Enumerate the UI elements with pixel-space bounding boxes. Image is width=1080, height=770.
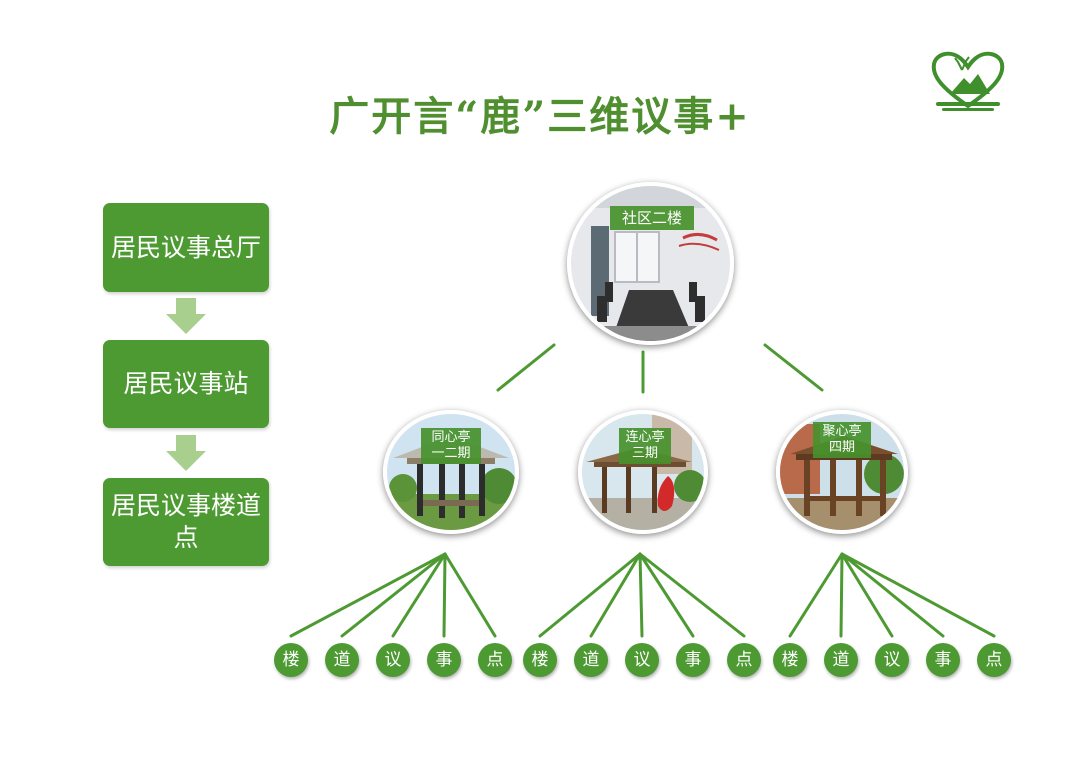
- meeting-room-photo: 社区二楼: [567, 182, 734, 345]
- hierarchy-box-station: 居民议事站: [103, 340, 269, 428]
- connector-s2-5: [638, 552, 746, 638]
- station-label-2: 连心亭 三期: [619, 428, 671, 464]
- hierarchy-box-corridor-point: 居民议事楼道点: [103, 478, 269, 566]
- station-label-1: 同心亭 一二期: [421, 428, 481, 464]
- connector-top-right: [763, 343, 824, 392]
- connector-s2-2: [589, 552, 642, 638]
- connector-s2-1: [538, 552, 642, 638]
- pavilion-photo-1: 同心亭 一二期: [383, 410, 519, 534]
- down-arrow-icon: [166, 435, 206, 471]
- leaf-node: 事: [427, 643, 461, 677]
- leaf-node: 楼: [773, 643, 807, 677]
- leaf-node: 道: [574, 643, 608, 677]
- station-name: 连心亭: [625, 430, 665, 445]
- leaf-node: 议: [875, 643, 909, 677]
- connector-s1-4: [442, 552, 447, 638]
- leaf-node: 道: [824, 643, 858, 677]
- top-node-label: 社区二楼: [610, 206, 694, 230]
- connector-s2-3: [638, 552, 644, 638]
- connector-s1-1: [289, 552, 447, 638]
- station-phase: 一二期: [431, 446, 471, 461]
- connector-top-left: [496, 343, 556, 392]
- pavilion-photo-2: 连心亭 三期: [578, 410, 708, 534]
- leaf-node: 楼: [523, 643, 557, 677]
- leaf-node: 议: [625, 643, 659, 677]
- connector-s3-4: [840, 552, 945, 638]
- connector-s3-2: [839, 552, 844, 638]
- connector-s3-1: [788, 552, 844, 638]
- station-name: 聚心亭: [822, 424, 862, 439]
- station-name: 同心亭: [431, 430, 471, 445]
- leaf-node: 楼: [274, 643, 308, 677]
- down-arrow-icon: [166, 298, 206, 334]
- leaf-node: 点: [977, 643, 1011, 677]
- deer-heart-logo-icon: [928, 48, 1008, 114]
- connector-s1-2: [340, 552, 447, 638]
- connector-s2-4: [638, 552, 695, 638]
- connector-s3-3: [840, 552, 894, 638]
- station-phase: 三期: [631, 446, 658, 461]
- slide-title: 广开言“鹿”三维议事+: [329, 93, 751, 140]
- pavilion-photo-3: 聚心亭 四期: [776, 410, 908, 534]
- station-label-3: 聚心亭 四期: [813, 422, 871, 458]
- leaf-node: 议: [376, 643, 410, 677]
- leaf-node: 点: [478, 643, 512, 677]
- leaf-node: 点: [727, 643, 761, 677]
- station-phase: 四期: [828, 440, 855, 455]
- connector-s1-5: [443, 552, 497, 638]
- hierarchy-box-hall: 居民议事总厅: [103, 203, 269, 292]
- connector-s1-3: [391, 552, 447, 638]
- connector-s3-5: [840, 552, 996, 638]
- leaf-node: 事: [676, 643, 710, 677]
- leaf-node: 道: [325, 643, 359, 677]
- leaf-node: 事: [926, 643, 960, 677]
